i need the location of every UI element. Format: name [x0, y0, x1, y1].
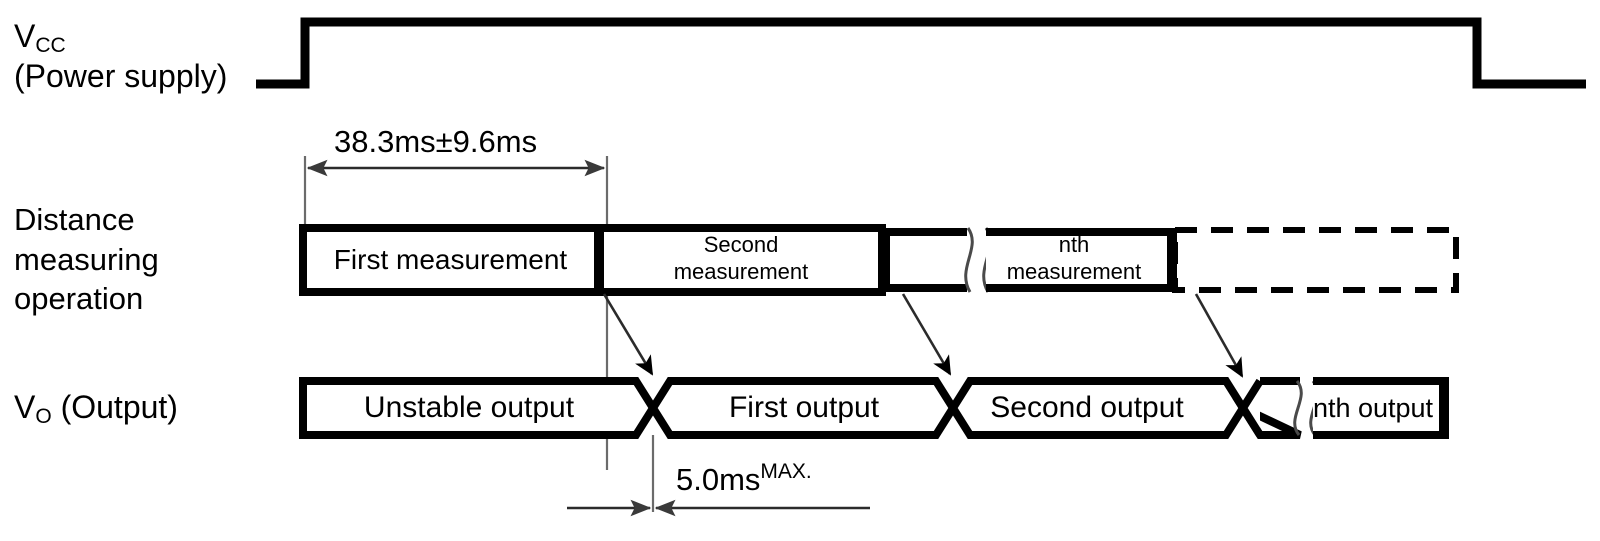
block-nth-measurement-label: nth measurement [1006, 232, 1142, 284]
distance-measuring-operation-label: Distance measuring operation [14, 202, 159, 317]
vcc-label: VCC [14, 18, 66, 57]
block-first-measurement [299, 224, 602, 296]
measurement-period-value: 38.3ms±9.6ms [334, 124, 538, 159]
vo-label-main: V [14, 389, 36, 425]
block-unstable-output-label: Unstable output [363, 391, 575, 424]
measuring-row [299, 224, 1459, 296]
block-partial-measurement [882, 228, 967, 292]
break-mark-output-1 [1293, 380, 1303, 436]
block-second-output-label: Second output [990, 391, 1184, 424]
block-future-measurement [1172, 227, 1459, 293]
vcc-label-main: V [14, 18, 36, 54]
dimension-output-delay [567, 435, 870, 517]
block-second-measurement-label: Second measurement [673, 232, 809, 284]
vo-label-rest: (Output) [51, 389, 178, 425]
measurement-to-output-arrows [602, 293, 1244, 378]
vo-label-subscript: O [35, 405, 52, 428]
vcc-power-supply-label: (Power supply) [14, 58, 228, 94]
arrow-second-to-second [901, 293, 952, 376]
block-second-output [948, 377, 1248, 439]
output-delay-superscript: MAX. [760, 460, 812, 483]
output-delay-number: 5.0ms [676, 462, 761, 497]
arrow-nth-to-nth [1194, 293, 1244, 378]
vcc-label-subscript: CC [35, 34, 66, 57]
block-nth-output-label: nth output [1312, 393, 1434, 423]
vo-output-label: VO (Output) [14, 389, 178, 428]
block-unstable-output [299, 377, 658, 439]
output-row [299, 377, 1449, 439]
arrow-first-to-first [602, 293, 654, 376]
output-delay-value: 5.0msMAX. [676, 460, 812, 499]
block-second-measurement [596, 224, 886, 296]
break-mark-measuring-1 [964, 227, 974, 293]
vcc-waveform [256, 17, 1586, 89]
block-first-output [648, 377, 958, 439]
block-first-measurement-label: First measurement [333, 244, 568, 275]
block-first-output-label: First output [728, 391, 880, 424]
